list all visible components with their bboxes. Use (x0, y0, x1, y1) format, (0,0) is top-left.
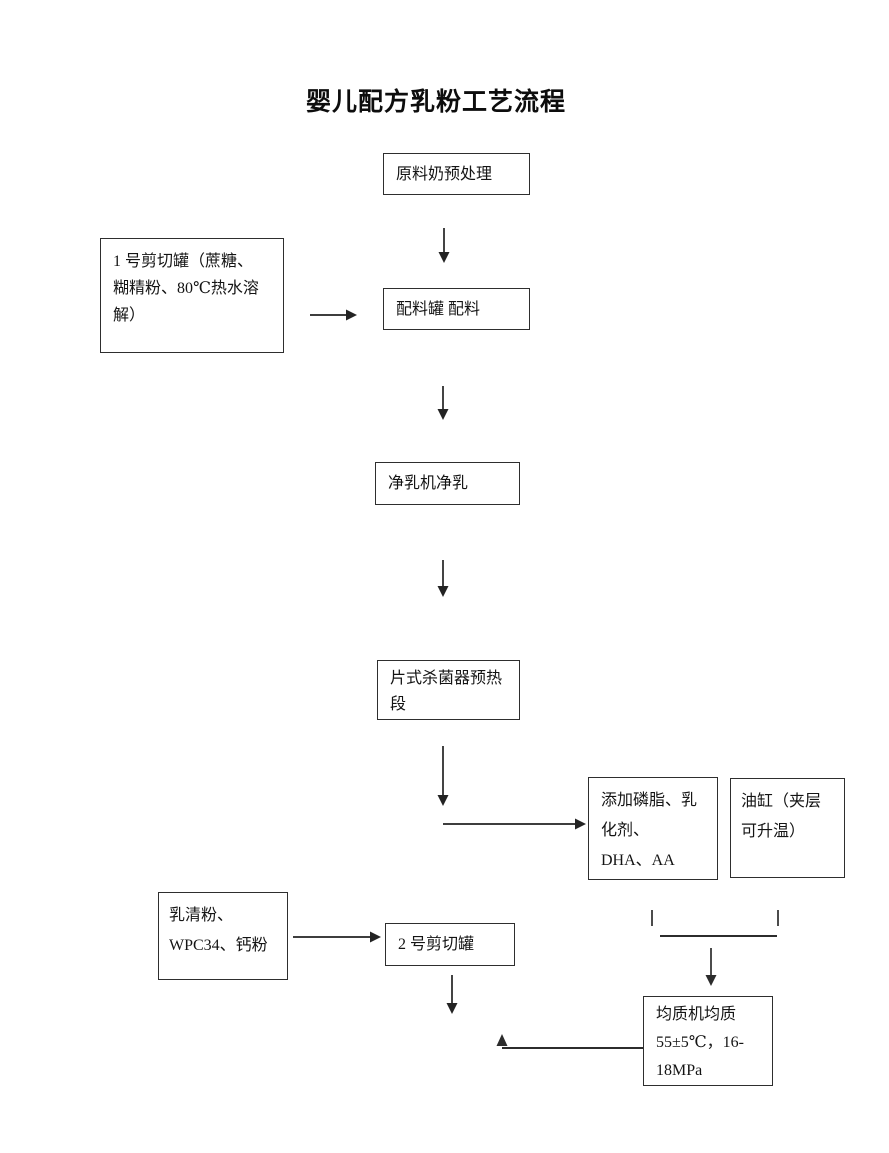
arrow-to-additives (443, 818, 586, 830)
node-shear-tank-1: 1 号剪切罐（蔗糖、 糊精粉、80℃热水溶 解） (100, 238, 284, 353)
arrow-whey-to-shear2 (293, 931, 381, 943)
arrow-raw-to-batching (438, 228, 450, 263)
arrow-shear1-to-batching (310, 309, 357, 321)
arrow-homogenizer-return (496, 1034, 643, 1049)
node-shear-tank-2: 2 号剪切罐 (385, 923, 515, 966)
node-additives: 添加磷脂、乳 化剂、 DHA、AA (588, 777, 718, 880)
node-whey-powder: 乳清粉、 WPC34、钙粉 (158, 892, 288, 980)
arrow-batching-to-clarifier (437, 386, 449, 420)
node-plate-sterilizer-preheat: 片式杀菌器预热 段 (377, 660, 520, 720)
node-batching-tank: 配料罐 配料 (383, 288, 530, 330)
node-homogenizer: 均质机均质 55±5℃，16- 18MPa (643, 996, 773, 1086)
arrow-shear2-down (446, 975, 458, 1014)
node-milk-clarifier: 净乳机净乳 (375, 462, 520, 505)
page-title: 婴儿配方乳粉工艺流程 (305, 88, 566, 116)
arrow-clarifier-to-sterilizer (437, 560, 449, 597)
merge-connector (651, 910, 779, 986)
node-raw-milk-pretreatment: 原料奶预处理 (383, 153, 530, 195)
arrow-sterilizer-down (437, 746, 449, 806)
node-oil-tank: 油缸（夹层 可升温） (730, 778, 845, 878)
